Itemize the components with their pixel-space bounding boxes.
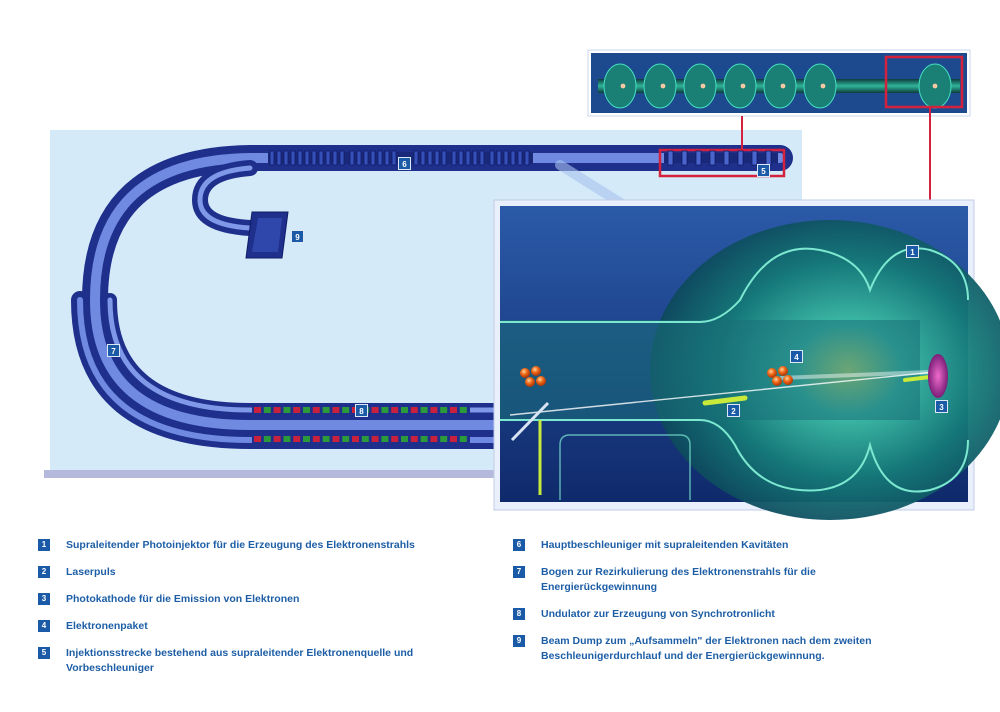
legend-left: 1 Supraleitender Photoinjektor für die E… bbox=[38, 538, 478, 688]
legend-item: 5 Injektionsstrecke bestehend aus supral… bbox=[38, 646, 426, 676]
badge-1: 1 bbox=[906, 245, 919, 258]
beam-loop bbox=[71, 145, 793, 449]
badge-3: 3 bbox=[935, 400, 948, 413]
legend-text: Beam Dump zum „Aufsammeln" der Elektrone… bbox=[541, 635, 872, 662]
legend-text: Elektronenpaket bbox=[66, 620, 148, 632]
legend-num: 8 bbox=[513, 608, 525, 620]
undulator-lower bbox=[252, 434, 470, 444]
electron-packet-exit bbox=[520, 366, 546, 387]
legend-text: Hauptbeschleuniger mit supraleitenden Ka… bbox=[541, 539, 789, 551]
legend-num: 9 bbox=[513, 635, 525, 647]
legend-num: 2 bbox=[38, 566, 50, 578]
badge-6: 6 bbox=[398, 157, 411, 170]
legend-num: 4 bbox=[38, 620, 50, 632]
main-panel-shadow bbox=[44, 470, 504, 478]
legend-right: 6 Hauptbeschleuniger mit supraleitenden … bbox=[513, 538, 913, 676]
legend-text: Photokathode für die Emission von Elektr… bbox=[66, 593, 300, 605]
legend-num: 5 bbox=[38, 647, 50, 659]
legend-num: 3 bbox=[38, 593, 50, 605]
badge-7: 7 bbox=[107, 344, 120, 357]
cavity-inset bbox=[587, 49, 971, 117]
badge-4: 4 bbox=[790, 350, 803, 363]
legend-item: 2 Laserpuls bbox=[38, 565, 478, 580]
photocathode bbox=[928, 354, 948, 398]
beam-dump bbox=[245, 211, 289, 259]
legend-item: 7 Bogen zur Rezirkulierung des Elektrone… bbox=[513, 565, 871, 595]
badge-5: 5 bbox=[757, 164, 770, 177]
badge-9: 9 bbox=[291, 230, 304, 243]
legend-text: Bogen zur Rezirkulierung des Elektronens… bbox=[541, 566, 816, 593]
legend-text: Undulator zur Erzeugung von Synchrotronl… bbox=[541, 608, 775, 620]
legend-num: 6 bbox=[513, 539, 525, 551]
electron-packet-main bbox=[767, 366, 793, 386]
legend-item: 6 Hauptbeschleuniger mit supraleitenden … bbox=[513, 538, 913, 553]
legend-item: 8 Undulator zur Erzeugung von Synchrotro… bbox=[513, 607, 913, 622]
legend-text: Laserpuls bbox=[66, 566, 116, 578]
injector-section bbox=[658, 148, 786, 178]
legend-text: Supraleitender Photoinjektor für die Erz… bbox=[66, 539, 415, 551]
injector-detail bbox=[493, 199, 1000, 520]
legend-num: 7 bbox=[513, 566, 525, 578]
legend-text: Injektionsstrecke bestehend aus supralei… bbox=[66, 647, 414, 674]
legend-item: 4 Elektronenpaket bbox=[38, 619, 478, 634]
laser-pulse-near-cathode bbox=[903, 375, 932, 382]
legend-item: 9 Beam Dump zum „Aufsammeln" der Elektro… bbox=[513, 634, 901, 664]
badge-2: 2 bbox=[727, 404, 740, 417]
legend-num: 1 bbox=[38, 539, 50, 551]
legend-item: 3 Photokathode für die Emission von Elek… bbox=[38, 592, 478, 607]
legend-item: 1 Supraleitender Photoinjektor für die E… bbox=[38, 538, 478, 553]
badge-8: 8 bbox=[355, 404, 368, 417]
laser-pulse bbox=[702, 395, 748, 406]
